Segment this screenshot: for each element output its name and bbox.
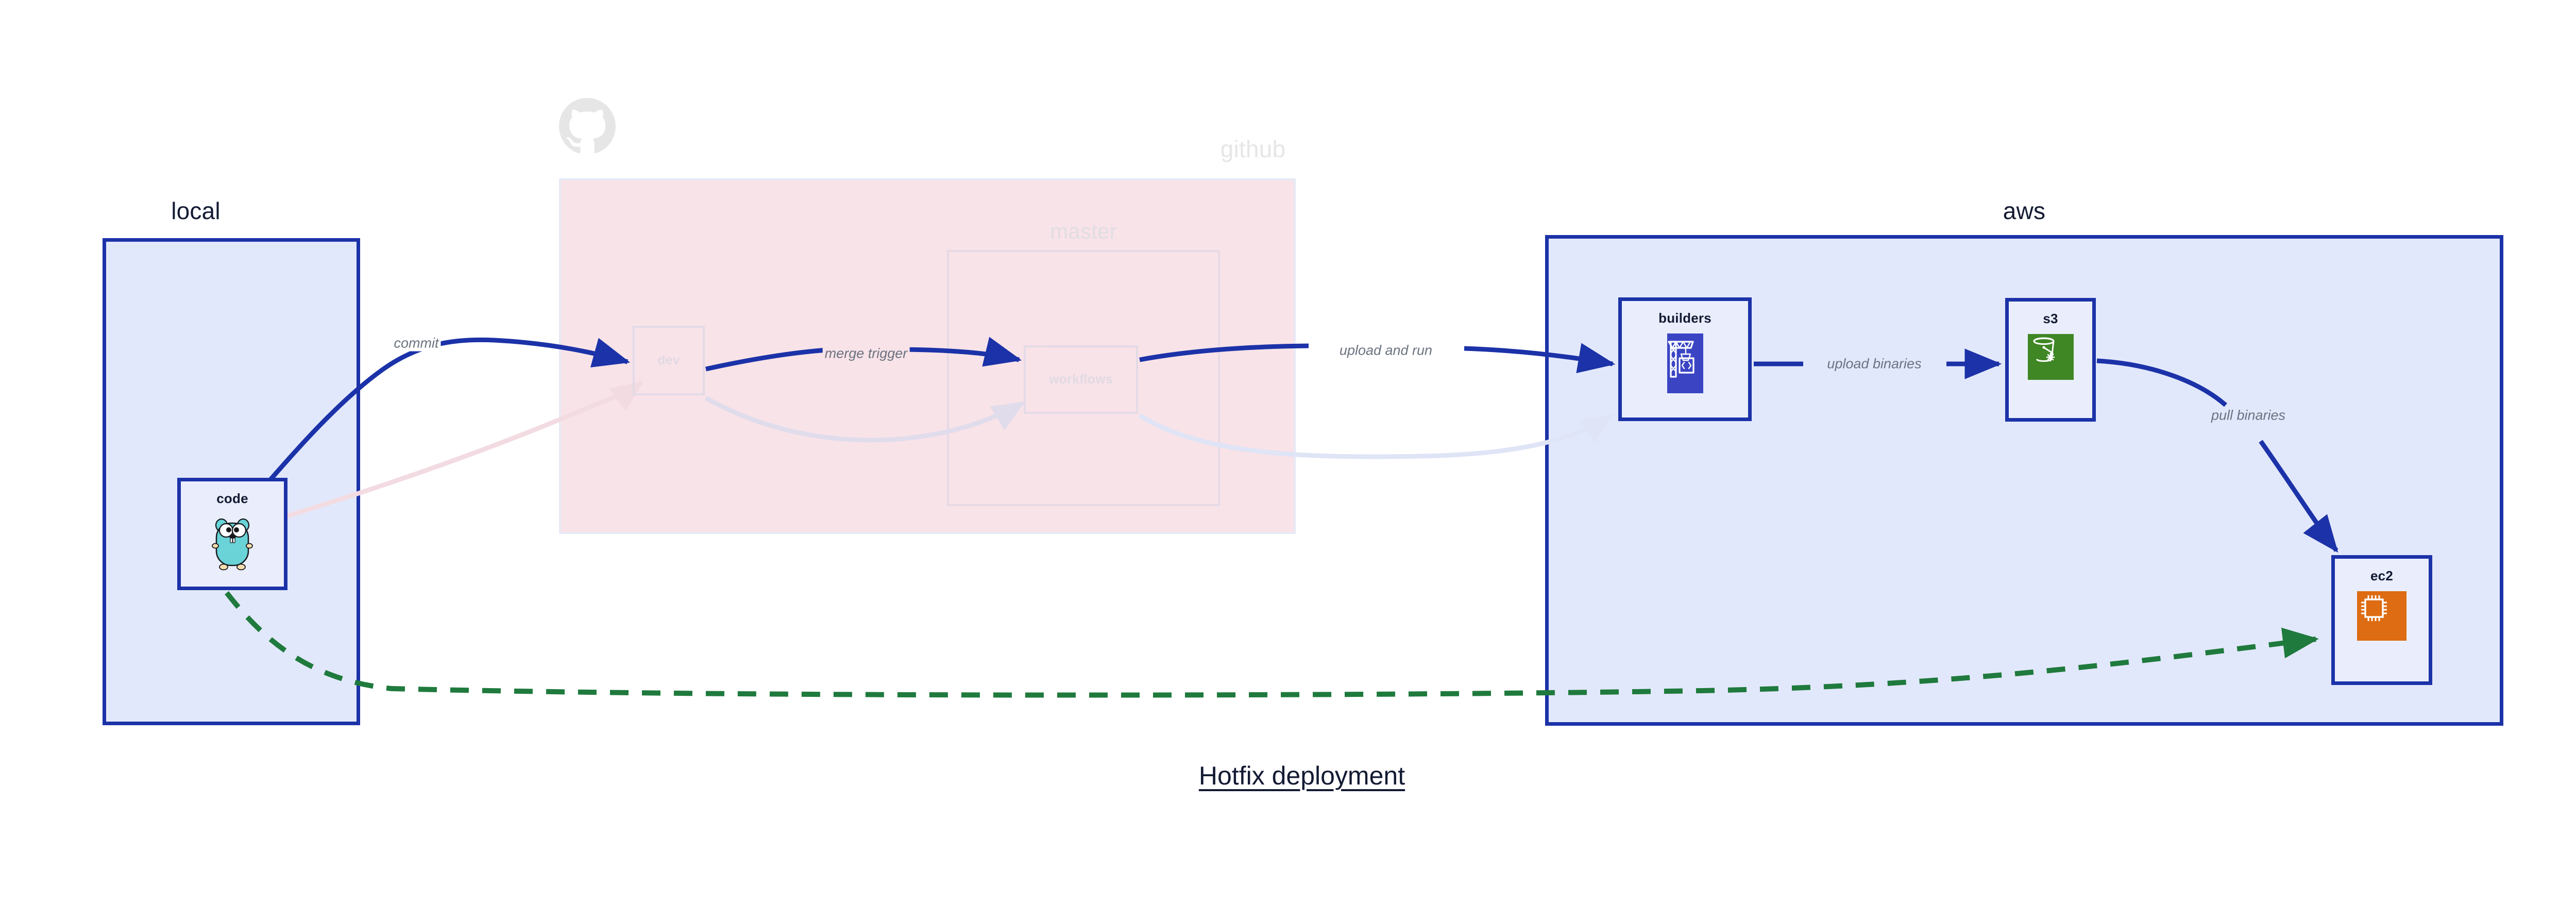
node-label-dev: dev [657,353,680,368]
cluster-master [947,250,1220,506]
edge-label-upload-binaries: upload binaries [1825,356,1924,372]
node-s3[interactable]: s3 [2005,298,2096,422]
node-code[interactable]: code [177,478,287,590]
node-workflows[interactable]: workflows [1024,345,1138,414]
crane-code-icon [1667,333,1703,393]
node-ec2[interactable]: ec2 [2331,555,2432,685]
s3-glacier-bucket-icon [2027,334,2074,380]
edge-label-commit: commit [392,335,441,352]
node-label-builders: builders [1658,310,1711,326]
node-label-code: code [216,491,248,506]
github-octocat-icon [559,98,616,154]
edge-label-upload-and-run: upload and run [1337,342,1435,359]
node-builders[interactable]: builders [1618,297,1752,421]
diagram-title: Hotfix deployment [1198,761,1405,790]
node-label-s3: s3 [2043,311,2058,326]
go-gopher-icon [212,518,253,571]
edge-label-merge-trigger: merge trigger [822,345,910,362]
node-dev[interactable]: dev [633,326,705,395]
edge-label-pull-binaries: pull binaries [2209,407,2288,424]
node-label-ec2: ec2 [2370,568,2393,583]
cluster-label-local: local [171,197,221,224]
cluster-label-master: master [1050,219,1117,243]
cluster-label-github: github [1220,136,1286,162]
node-label-workflows: workflows [1048,372,1113,387]
cpu-chip-icon [2357,591,2406,641]
cluster-label-aws: aws [2003,197,2046,224]
